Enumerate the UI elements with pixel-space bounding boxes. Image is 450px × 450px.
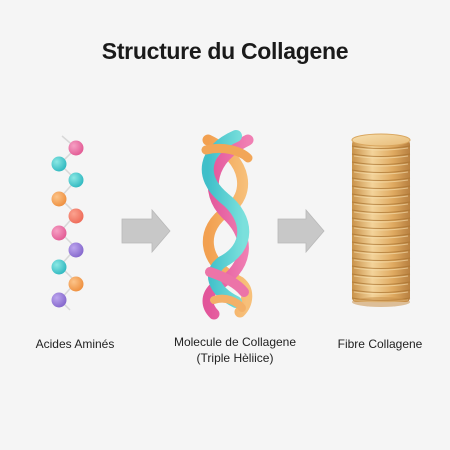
amino-bead bbox=[51, 156, 67, 172]
amino-bead bbox=[68, 242, 84, 258]
fibre-disc-lines bbox=[351, 145, 411, 303]
fibre-disc-highlight bbox=[353, 235, 409, 239]
stage-label-line2: (Triple Hèliice) bbox=[196, 351, 274, 365]
stage-label-collagen-molecule: Molecule de Collagene (Triple Hèliice) bbox=[150, 334, 320, 366]
fibre-disc-line bbox=[351, 225, 411, 229]
fibre-disc-highlight bbox=[353, 275, 409, 279]
fibre-disc-highlight bbox=[353, 291, 409, 295]
fibre-disc-highlight bbox=[353, 211, 409, 215]
fibre-stack-icon bbox=[351, 133, 411, 307]
fibre-disc-line bbox=[351, 241, 411, 245]
fibre-disc-line bbox=[351, 153, 411, 157]
amino-bead bbox=[68, 172, 84, 188]
amino-bead bbox=[51, 191, 67, 207]
fibre-disc-line bbox=[351, 217, 411, 221]
fibre-disc-highlight bbox=[353, 267, 409, 271]
fibre-disc-line bbox=[351, 265, 411, 269]
fibre-disc-highlight bbox=[353, 179, 409, 183]
fibre-disc-highlight bbox=[353, 243, 409, 247]
fibre-disc-highlight bbox=[353, 187, 409, 191]
amino-bead bbox=[51, 259, 67, 275]
fibre-disc-highlight bbox=[353, 203, 409, 207]
amino-acid-beads-icon bbox=[51, 135, 84, 311]
amino-bead bbox=[68, 140, 84, 156]
arrow-right-icon bbox=[277, 208, 325, 254]
fibre-disc-line bbox=[351, 185, 411, 189]
fibre-disc-line bbox=[351, 273, 411, 277]
arrow-right-icon bbox=[121, 208, 171, 254]
stage-label-line1: Molecule de Collagene bbox=[173, 335, 297, 349]
fibre-disc-highlight bbox=[353, 251, 409, 255]
fibre-disc-highlight bbox=[353, 195, 409, 199]
fibre-disc-line bbox=[351, 233, 411, 237]
fibre-disc-line bbox=[351, 177, 411, 181]
fibre-disc-highlight bbox=[353, 147, 409, 151]
fibre-disc-highlight bbox=[353, 259, 409, 263]
fibre-disc-line bbox=[351, 209, 411, 213]
fibre-disc-line bbox=[351, 193, 411, 197]
fibre-disc-highlight bbox=[353, 219, 409, 223]
fibre-disc-highlight bbox=[353, 171, 409, 175]
fibre-disc-highlight bbox=[353, 227, 409, 231]
stage-label-amino-acids: Acides Aminés bbox=[35, 337, 115, 351]
fibre-disc-highlight bbox=[353, 283, 409, 287]
fibre-disc-line bbox=[351, 201, 411, 205]
fibre-disc-line bbox=[351, 281, 411, 285]
fibre-disc-highlight bbox=[353, 155, 409, 159]
amino-bead bbox=[51, 225, 67, 241]
fibre-disc-line bbox=[351, 257, 411, 261]
stage-label-collagen-fibre: Fibre Collagene bbox=[337, 337, 423, 351]
fibre-disc-highlight bbox=[353, 163, 409, 167]
triple-helix-icon bbox=[201, 130, 254, 320]
fibre-disc-line bbox=[351, 161, 411, 165]
amino-bead bbox=[68, 276, 84, 292]
fibre-disc-line bbox=[351, 289, 411, 293]
fibre-disc-line bbox=[351, 249, 411, 253]
amino-bead bbox=[51, 292, 67, 308]
amino-bead bbox=[68, 208, 84, 224]
fibre-disc-line bbox=[351, 145, 411, 149]
page-title: Structure du Collagene bbox=[101, 38, 349, 64]
fibre-disc-line bbox=[351, 169, 411, 173]
